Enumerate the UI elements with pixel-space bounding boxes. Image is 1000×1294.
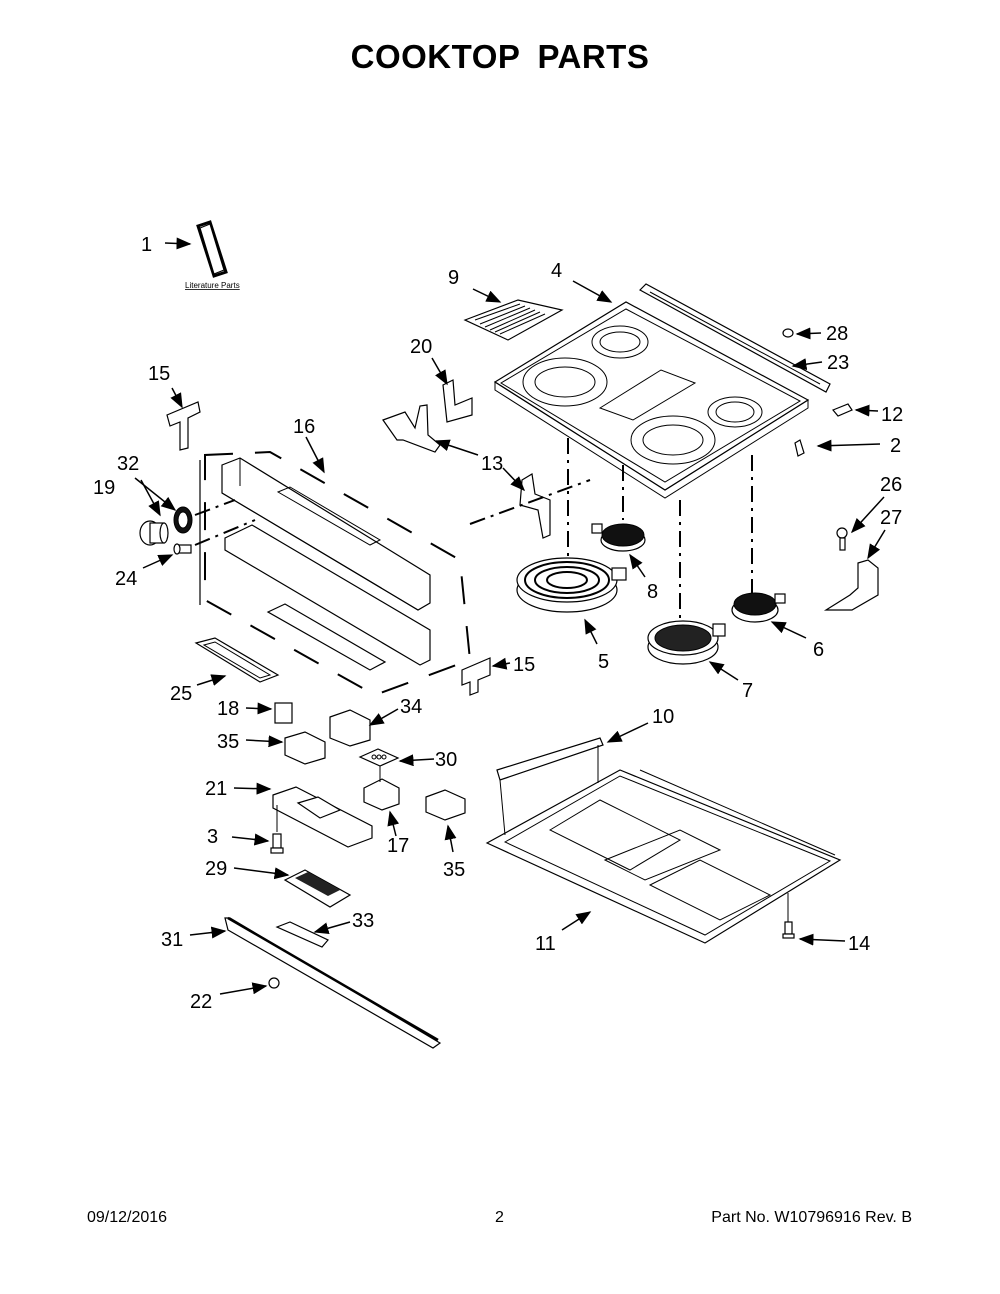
part-15-insulation-upper[interactable] [166, 401, 201, 451]
part-7-medium-element[interactable] [647, 620, 726, 665]
part-5-large-element[interactable] [516, 557, 627, 613]
callout-24: 24 [115, 568, 137, 590]
part-4-cooktop[interactable] [493, 301, 810, 499]
callout-9: 9 [448, 267, 459, 289]
part-19-knob[interactable] [139, 520, 169, 546]
callout-32: 32 [117, 453, 139, 475]
footer-part-number: Part No. W10796916 Rev. B [711, 1209, 912, 1226]
part-9-vent-grille[interactable] [463, 299, 564, 341]
part-35-relay-upper[interactable] [284, 731, 326, 765]
callout-33: 33 [352, 910, 374, 932]
part-10-rear-bracket[interactable] [496, 737, 604, 836]
part-12-clip[interactable] [832, 403, 853, 417]
callout-15-lower: 15 [513, 654, 535, 676]
callout-25: 25 [170, 683, 192, 705]
part-8-small-element[interactable] [591, 523, 646, 552]
callout-14: 14 [848, 933, 870, 955]
callout-31: 31 [161, 929, 183, 951]
part-17-switch[interactable] [363, 766, 400, 811]
part-6-small-element[interactable] [731, 592, 786, 623]
callout-21: 21 [205, 778, 227, 800]
callout-5: 5 [598, 651, 609, 673]
part-29-display-board[interactable] [283, 869, 352, 908]
callout-6: 6 [813, 639, 824, 661]
callout-12: 12 [881, 404, 903, 426]
callout-29: 29 [205, 858, 227, 880]
part-30-membrane[interactable] [358, 748, 400, 767]
part-31-trim[interactable] [224, 916, 442, 1049]
part-18-relay[interactable] [274, 702, 293, 724]
part-28-bumper[interactable] [782, 328, 794, 338]
callout-15-upper: 15 [148, 363, 170, 385]
callout-17: 17 [387, 835, 409, 857]
part-2-sensor[interactable] [794, 439, 805, 457]
callout-10: 10 [652, 706, 674, 728]
callout-30: 30 [435, 749, 457, 771]
part-25-window[interactable] [194, 637, 280, 683]
part-20-bracket[interactable] [442, 379, 473, 423]
callout-1: 1 [141, 234, 152, 256]
callout-22: 22 [190, 991, 212, 1013]
footer-page-number: 2 [495, 1209, 504, 1226]
part-21-control-board[interactable] [272, 786, 373, 848]
callout-7: 7 [742, 680, 753, 702]
callout-23: 23 [827, 352, 849, 374]
part-22-nut[interactable] [268, 977, 280, 989]
callout-13: 13 [481, 453, 503, 475]
callout-4: 4 [551, 260, 562, 282]
callout-20: 20 [410, 336, 432, 358]
part-26-screw[interactable] [836, 527, 848, 551]
part-33-bracket[interactable] [275, 921, 329, 948]
literature-parts-label: Literature Parts [185, 281, 240, 290]
callout-18: 18 [217, 698, 239, 720]
page-title: COOKTOP PARTS [350, 38, 650, 75]
callout-35-lower: 35 [443, 859, 465, 881]
part-24-shaft[interactable] [173, 543, 192, 555]
part-1-literature[interactable]: Literature Parts [185, 220, 240, 290]
part-32-knob-ring[interactable] [173, 506, 193, 534]
part-34-relay[interactable] [329, 709, 371, 747]
part-11-burner-box[interactable] [485, 769, 842, 944]
part-27-bracket[interactable] [823, 559, 879, 611]
part-15-insulation-lower[interactable] [461, 657, 491, 696]
footer-date: 09/12/2016 [87, 1209, 168, 1226]
part-14-screw[interactable] [782, 893, 795, 939]
callout-11: 11 [535, 933, 556, 955]
part-13-bracket[interactable] [382, 404, 551, 539]
callout-26: 26 [880, 474, 902, 496]
callout-35-upper: 35 [217, 731, 239, 753]
callout-28: 28 [826, 323, 848, 345]
callout-2: 2 [890, 435, 901, 457]
callout-19: 19 [93, 477, 115, 499]
callout-8: 8 [647, 581, 658, 603]
callout-3: 3 [207, 826, 218, 848]
callout-27: 27 [880, 507, 902, 529]
part-3-screw[interactable] [270, 805, 284, 854]
callout-16: 16 [293, 416, 315, 438]
callout-34: 34 [400, 696, 422, 718]
part-16-control-panel[interactable] [199, 457, 431, 671]
part-35-relay-lower[interactable] [425, 789, 466, 821]
